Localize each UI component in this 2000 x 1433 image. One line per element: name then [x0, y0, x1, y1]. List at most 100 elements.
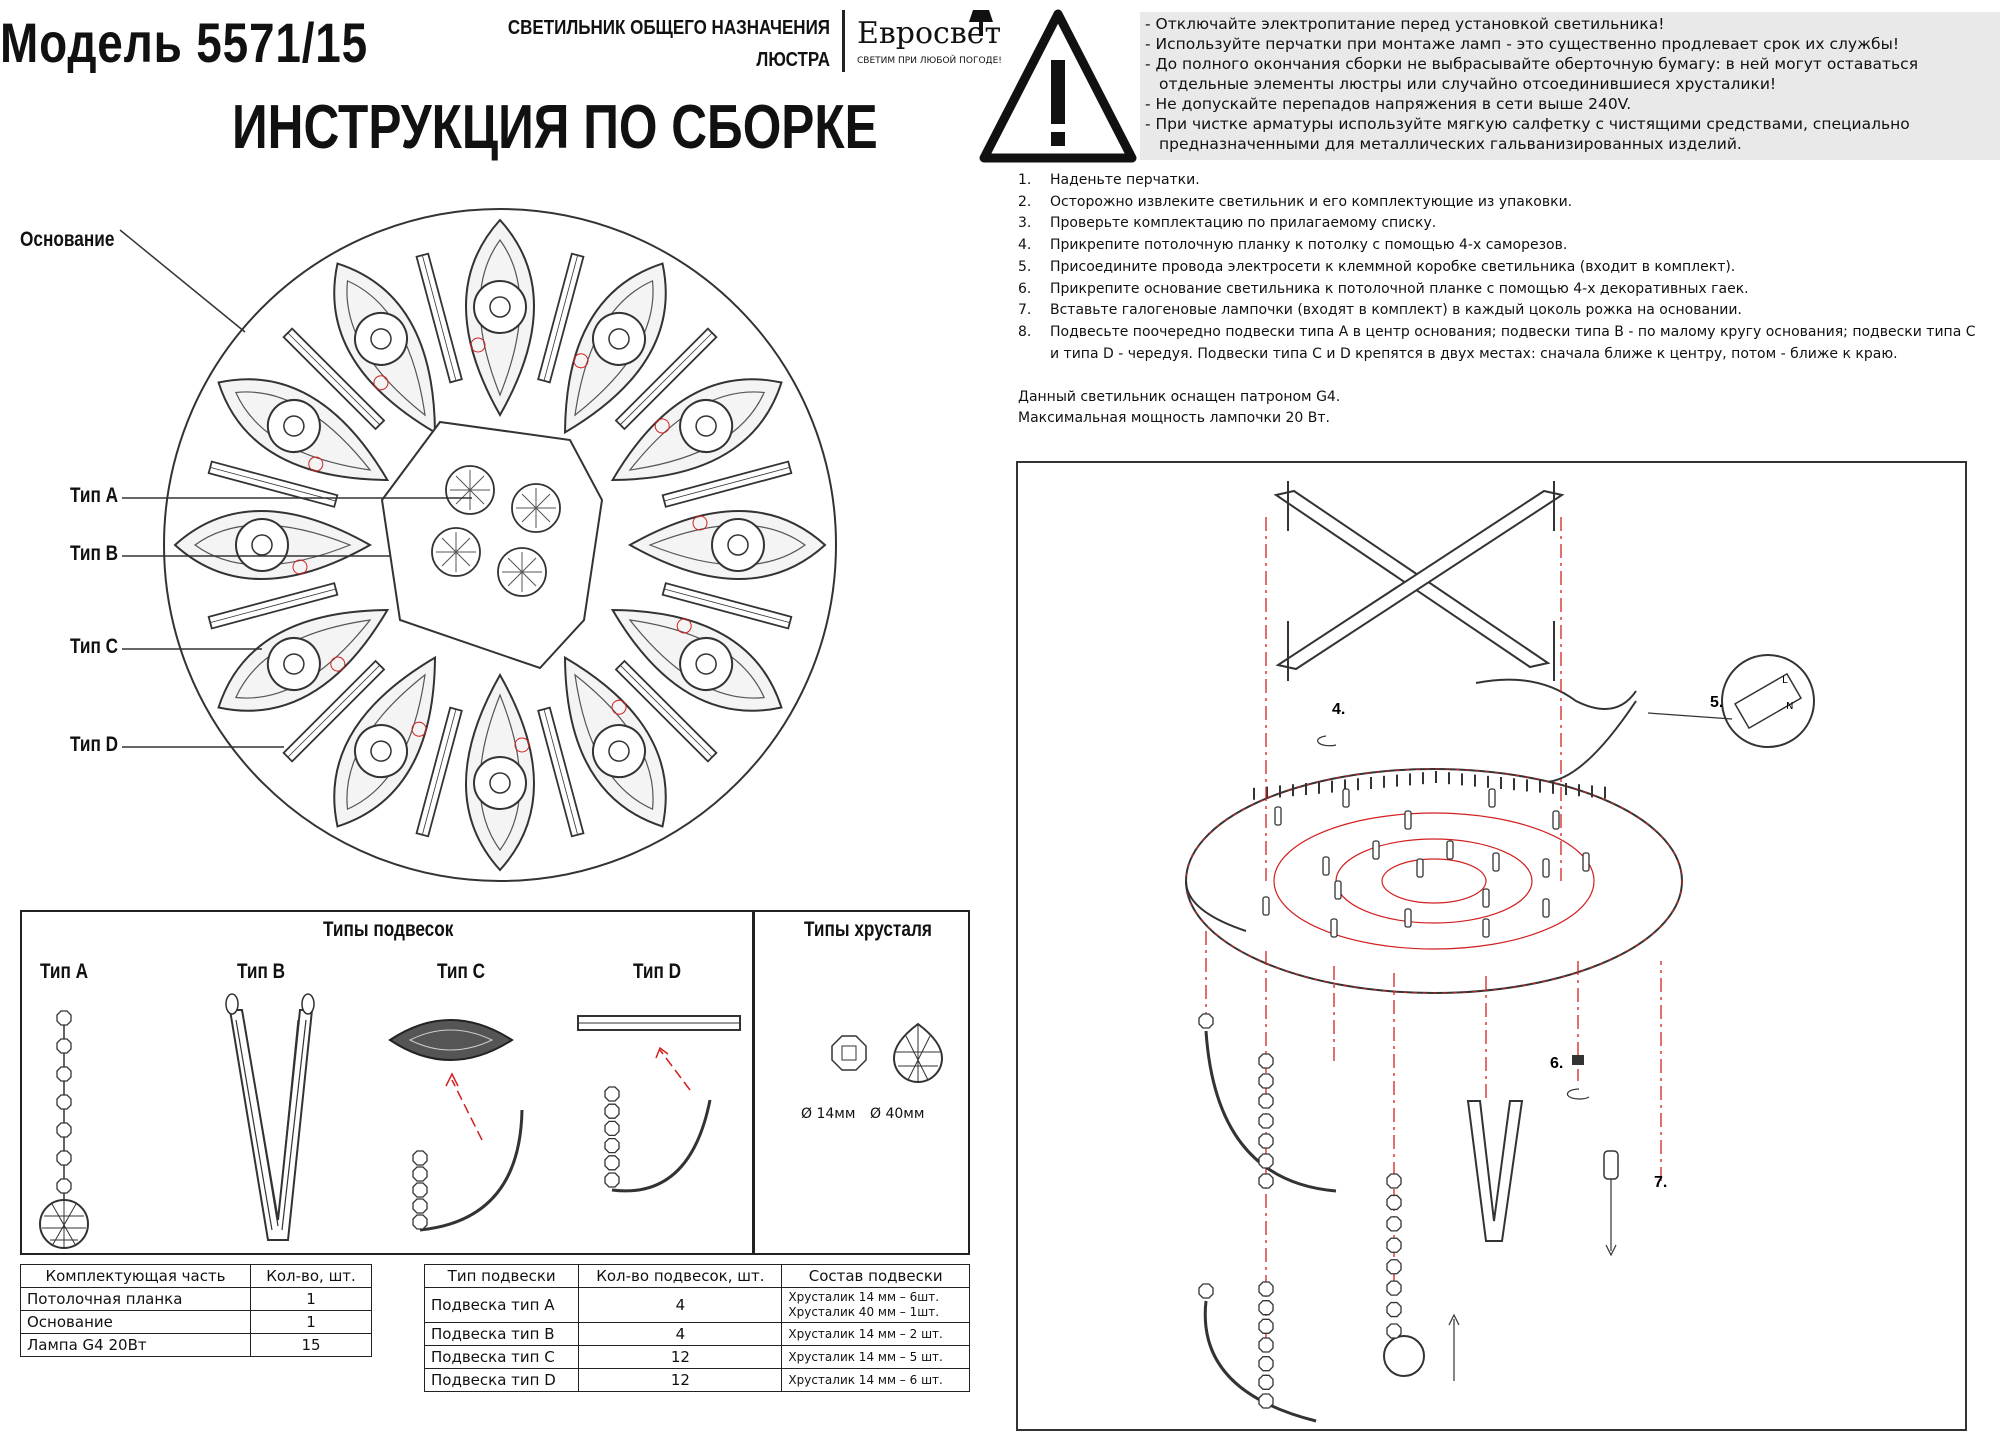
warning-item: - Отключайте электропитание перед устано…: [1145, 15, 1665, 33]
table-cell: Подвеска тип С: [423, 1345, 580, 1369]
model-title: Модель 5571/15: [0, 11, 369, 74]
ceiling-bar-drawing: [1273, 481, 1565, 681]
assembly-steps-list: 1.Наденьте перчатки. 2. Осторожно извлеки…: [1018, 170, 1978, 365]
lamp-pins: [1262, 788, 1590, 938]
panel-divider: [752, 910, 755, 1255]
pendant-label-d: Тип D: [633, 960, 682, 983]
table-cell: Подвеска тип D: [423, 1368, 580, 1392]
step-text: Присоедините провода электросети к клемм…: [1050, 258, 1736, 275]
pendant-type-c-drawing: [388, 1019, 524, 1232]
type-d-bars: [207, 252, 793, 838]
table-cell: Хрусталик 14 мм – 5 шт.: [781, 1345, 970, 1369]
assembly-step-5: 5.: [1710, 694, 1723, 711]
step-text: Подвесьте поочередно подвески типа А в ц…: [1050, 323, 1976, 362]
label-type-d: Тип D: [70, 733, 119, 756]
step-number: 4.: [1018, 237, 1032, 254]
table-cell: Лампа G4 20Вт: [20, 1333, 251, 1357]
step-item: 7. Вставьте галогеновые лампочки (входят …: [1018, 300, 1978, 322]
crystal-small-size: Ø 14мм: [801, 1106, 856, 1122]
table-row: Подвеска тип В 4 Хрусталик 14 мм – 2 шт.: [423, 1322, 970, 1346]
crystal-large-size: Ø 40мм: [870, 1106, 925, 1122]
table-cell: 1: [250, 1287, 372, 1311]
step-text: Прикрепите основание светильника к потол…: [1050, 280, 1749, 297]
pendant-type-a-drawing: [39, 1010, 89, 1249]
top-view-drawing: [119, 208, 837, 882]
label-type-b: Тип В: [70, 542, 119, 565]
terminal-mark-n: N: [1786, 701, 1793, 712]
pendant-drawings: [39, 993, 944, 1249]
type-a-crystals: [431, 465, 561, 597]
pendant-a-ball: [1383, 1335, 1425, 1377]
table-cell: 4: [578, 1322, 783, 1346]
table-header-row: Тип подвески Кол-во подвесок, шт. Состав…: [423, 1264, 970, 1288]
step-item: 2. Осторожно извлеките светильник и его к…: [1018, 192, 1978, 214]
label-type-a: Тип А: [70, 484, 119, 507]
step-text: Наденьте перчатки.: [1050, 172, 1200, 188]
warning-item: - При чистке арматуры используйте мягкую…: [1145, 115, 1910, 153]
step-item: 8. Подвесьте поочередно подвески типа А в…: [1018, 322, 1978, 365]
pendant-type-d-drawing: [577, 1015, 741, 1193]
guide-lines: [1205, 517, 1662, 1361]
product-type-line1: СВЕТИЛЬНИК ОБЩЕГО НАЗНАЧЕНИЯ: [507, 17, 830, 39]
step-number: 5.: [1018, 258, 1032, 275]
pendant-types-title: Типы подвесок: [323, 918, 454, 941]
table-row: Потолочная планка 1: [20, 1287, 372, 1311]
warning-item: - Не допускайте перепадов напряжения в с…: [1145, 95, 1632, 113]
table-header: Состав подвески: [781, 1264, 970, 1288]
table-cell: 15: [250, 1333, 372, 1357]
power-note: Максимальная мощность лампочки 20 Вт.: [1018, 410, 1330, 426]
table-cell: Подвеска тип В: [423, 1322, 580, 1346]
pendant-b-drawing: [1466, 1100, 1524, 1242]
table-row: Основание 1: [20, 1310, 372, 1334]
pendant-label-c: Тип С: [437, 960, 486, 983]
table-cell: Хрусталик 14 мм – 2 шт.: [781, 1322, 970, 1346]
step-item: 5. Присоедините провода электросети к кле…: [1018, 257, 1978, 279]
header-divider: [842, 10, 845, 72]
warning-item: - Используйте перчатки при монтаже ламп …: [1145, 35, 1900, 53]
step-number: 3.: [1018, 215, 1032, 232]
crystal-small-drawing: [831, 1035, 867, 1071]
crystal-large-drawing: [892, 1022, 944, 1083]
step-number: 7.: [1018, 302, 1032, 319]
pendant-composition-table: Тип подвески Кол-во подвесок, шт. Состав…: [423, 1264, 970, 1392]
assembly-step-7: 7.: [1654, 1174, 1667, 1191]
step-text: Вставьте галогеновые лампочки (входят в …: [1050, 302, 1742, 319]
table-cell: Хрусталик 14 мм – 6 шт.: [781, 1368, 970, 1392]
warning-triangle-icon: [979, 9, 1137, 163]
assembly-diagram: L N 4. 5. 6. 7.: [1185, 481, 1815, 1423]
pendant-label-b: Тип В: [237, 960, 286, 983]
step-item: 1.Наденьте перчатки.: [1018, 170, 1978, 192]
lamp-nut: [1572, 1055, 1584, 1065]
pendant-d-arc: [1203, 1300, 1317, 1423]
step-text: Осторожно извлеките светильник и его ком…: [1050, 193, 1573, 210]
step-number: 6.: [1018, 280, 1032, 297]
table-cell: Хрусталик 14 мм – 6шт.Хрусталик 40 мм – …: [781, 1287, 970, 1323]
composition-line: Хрусталик 14 мм – 6шт.: [788, 1290, 940, 1304]
pendant-label-a: Тип А: [40, 960, 89, 983]
table-cell: 12: [578, 1345, 783, 1369]
step-item: 6. Прикрепите основание светильника к пот…: [1018, 279, 1978, 301]
table-header: Комплектующая часть: [20, 1264, 251, 1288]
terminal-mark-l: L: [1782, 675, 1788, 686]
base-disc-drawing: [1185, 768, 1683, 994]
label-base: Основание: [20, 228, 115, 251]
warnings-list: - Отключайте электропитание перед устано…: [1145, 14, 2000, 154]
table-row: Лампа G4 20Вт 15: [20, 1333, 372, 1357]
step-text: Проверьте комплектацию по прилагаемому с…: [1050, 215, 1437, 232]
step-item: 4.Прикрепите потолочную планку к потолку…: [1018, 235, 1978, 257]
pendant-type-b-drawing: [225, 993, 315, 1241]
table-cell: Основание: [20, 1310, 251, 1334]
terminal-block-detail: [1647, 654, 1815, 748]
crystal-types-title: Типы хрусталя: [804, 918, 932, 941]
step-number: 2.: [1018, 193, 1032, 210]
warning-item: - До полного окончания сборки не выбрасы…: [1145, 55, 1919, 93]
chandelier-top-view: [119, 208, 837, 882]
pendant-c-arc: [1204, 1030, 1337, 1193]
assembly-diagram-frame: [1016, 461, 1967, 1431]
step-item: 3. Проверьте комплектацию по прилагаемому…: [1018, 213, 1978, 235]
product-type-line2: ЛЮСТРА: [756, 49, 830, 71]
parts-table: Комплектующая часть Кол-во, шт. Потолочн…: [20, 1264, 372, 1357]
product-type: СВЕТИЛЬНИК ОБЩЕГО НАЗНАЧЕНИЯ ЛЮСТРА: [508, 12, 830, 76]
step-number: 8.: [1018, 323, 1032, 340]
table-row: Подвеска тип А 4 Хрусталик 14 мм – 6шт.Х…: [423, 1287, 970, 1323]
